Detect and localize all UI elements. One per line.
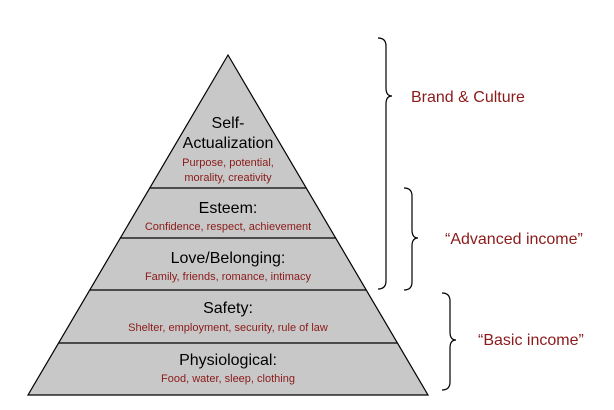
tier-title-line: Esteem: (199, 200, 258, 217)
pyramid (26, 53, 430, 396)
bracket-brand-culture: Brand & Culture (377, 37, 525, 290)
tier-title-line: Self- (212, 115, 245, 132)
tier-dividers (58, 187, 398, 344)
curly-brace-icon (441, 292, 457, 391)
tier-description-line: Food, water, sleep, clothing (161, 373, 295, 385)
tier-description-line: morality, creativity (184, 172, 272, 184)
tier-love-belonging: Love/Belonging: Family, friends, romance… (145, 250, 312, 283)
tier-esteem: Esteem: Confidence, respect, achievement (145, 200, 311, 233)
tier-description-line: Shelter, employment, security, rule of l… (128, 322, 328, 334)
bracket-label: “Basic income” (478, 332, 584, 349)
bracket-label: Brand & Culture (411, 89, 525, 106)
tier-safety: Safety: Shelter, employment, security, r… (128, 300, 328, 334)
curly-brace-icon (377, 37, 393, 290)
bracket-label: “Advanced income” (445, 231, 583, 248)
bracket-basic-income: “Basic income” (441, 292, 584, 391)
bracket-advanced-income: “Advanced income” (403, 187, 583, 291)
tier-title-line: Safety: (203, 300, 253, 317)
tier-description-line: Purpose, potential, (182, 157, 274, 169)
curly-brace-icon (403, 187, 419, 291)
tier-title-line: Actualization (183, 135, 274, 152)
tier-title-line: Love/Belonging: (171, 250, 286, 267)
tier-description-line: Confidence, respect, achievement (145, 221, 311, 233)
tier-title-line: Physiological: (179, 352, 277, 369)
tier-description-line: Family, friends, romance, intimacy (145, 271, 312, 283)
tier-self-actualization: Self- Actualization Purpose, potential, … (182, 115, 274, 184)
tier-physiological: Physiological: Food, water, sleep, cloth… (161, 352, 295, 385)
